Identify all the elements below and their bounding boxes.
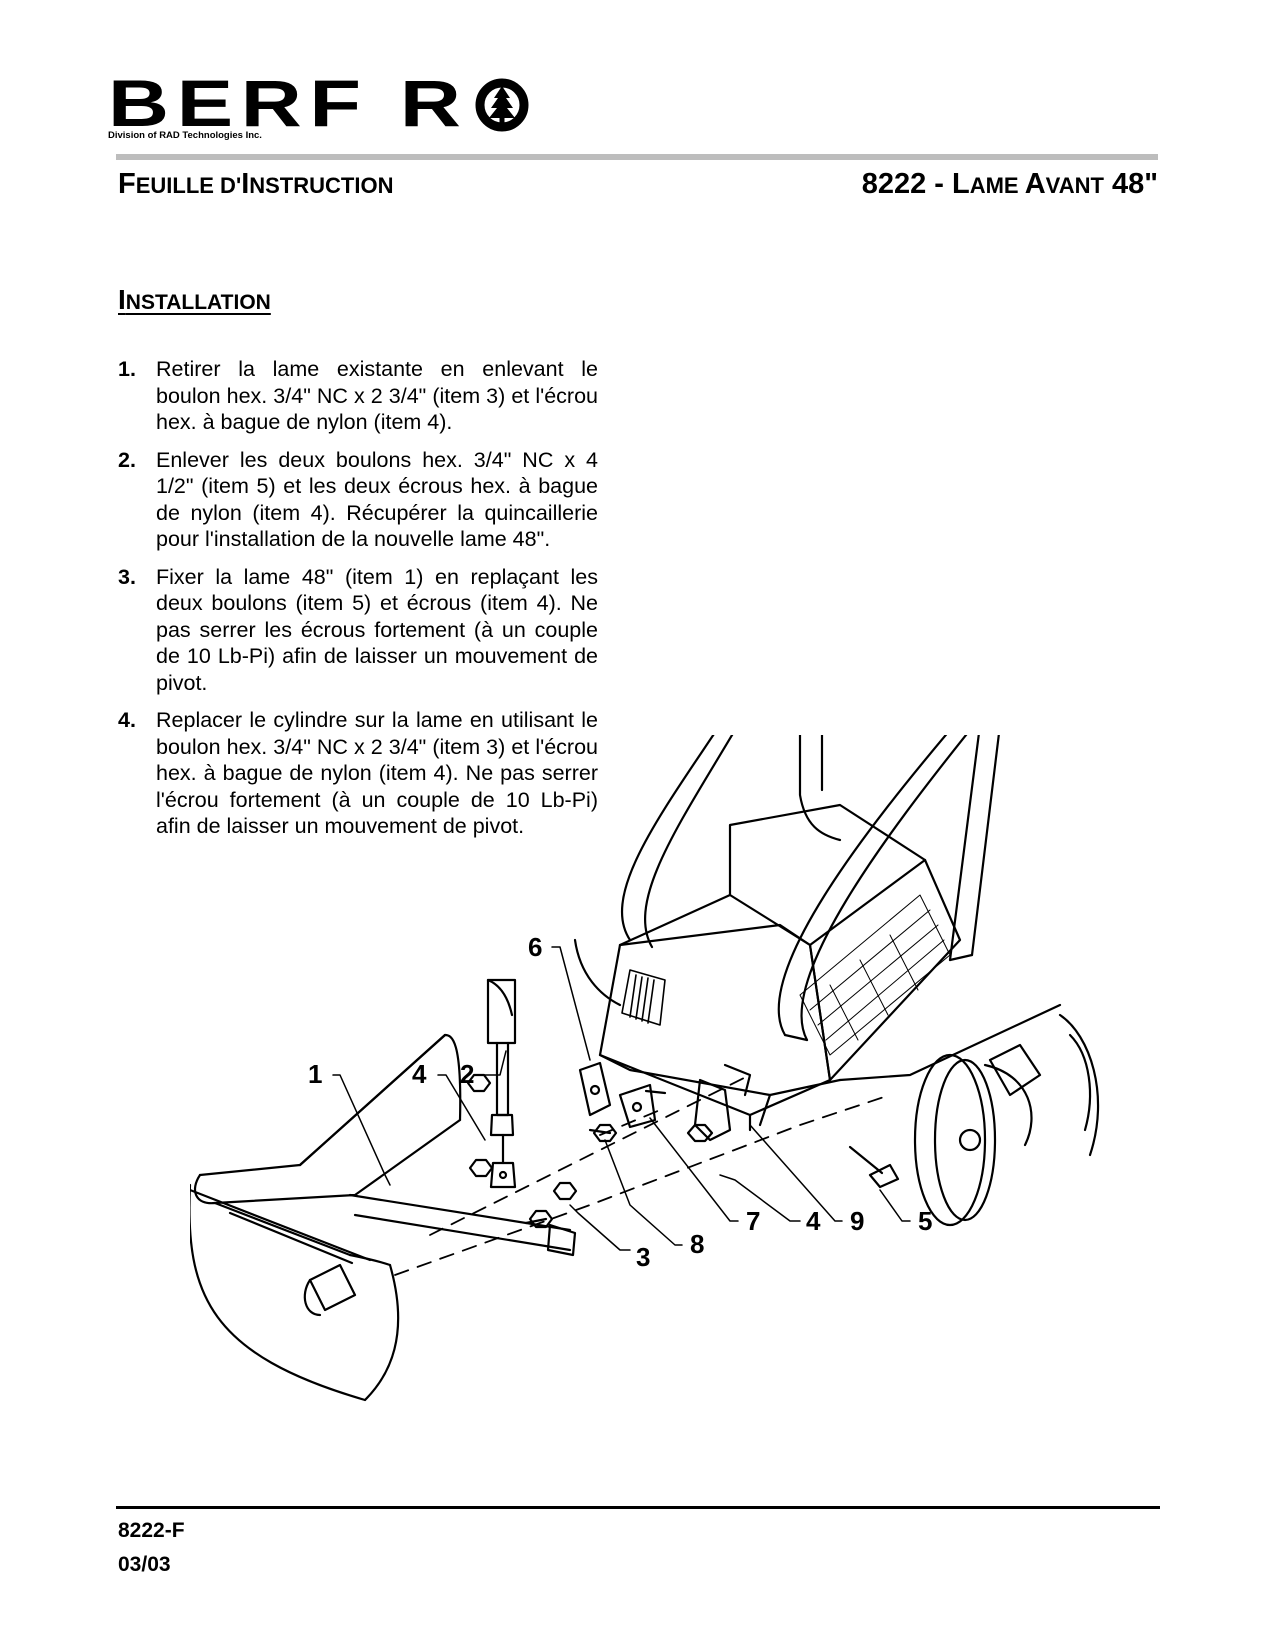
hydraulic-cylinder (486, 978, 517, 1189)
assembly-lines (394, 1074, 891, 1276)
step-item: 2. Enlever les deux boulons hex. 3/4" NC … (118, 447, 598, 553)
tree-in-o-icon (475, 78, 529, 132)
callout-item-9: 9 (850, 1206, 864, 1236)
installation-steps: 1. Retirer la lame existante en enlevant … (118, 356, 598, 851)
step-text: Retirer la lame existante en enlevant le… (156, 357, 598, 434)
logo-subtitle: Division of RAD Technologies Inc. (108, 130, 262, 141)
footer-rule (116, 1506, 1160, 1509)
callout-item-5: 5 (918, 1206, 932, 1236)
callout-item-8: 8 (690, 1229, 704, 1259)
leader-lines (332, 946, 911, 1251)
document-date: 03/03 (118, 1553, 171, 1576)
engine-housing (598, 803, 962, 1117)
front-bumper (573, 938, 1062, 1132)
callout-item-3: 3 (636, 1242, 650, 1272)
callout-item-7: 7 (746, 1206, 760, 1236)
section-title-installation: INSTALLATION (118, 284, 271, 315)
mesh-screen (799, 894, 951, 1056)
vent-grille (621, 969, 666, 1026)
step-number: 3. (118, 564, 136, 589)
callout-item-2: 2 (460, 1059, 474, 1089)
step-number: 2. (118, 447, 136, 472)
header-rule (116, 154, 1158, 160)
product-title: 8222 - LAME AVANT 48" (861, 168, 1158, 200)
step-number: 1. (118, 357, 136, 381)
callout-item-4b: 4 (806, 1206, 821, 1236)
step-text: Fixer la lame 48" (item 1) en replaçant … (156, 564, 598, 695)
callout-item-4: 4 (412, 1059, 427, 1089)
document-type-title: FEUILLE D'INSTRUCTION (118, 168, 394, 200)
blade-assembly (190, 1033, 577, 1402)
hitch-bracket (578, 1061, 752, 1142)
step-item: 3. Fixer la lame 48" (item 1) en replaçan… (118, 564, 598, 697)
step-item: 1. Retirer la lame existante en enlevant … (118, 356, 598, 436)
rear-wheel (1058, 1013, 1100, 1157)
wheel (913, 1043, 1042, 1227)
step-item: 4. Replacer le cylindre sur la lame en ut… (118, 707, 598, 840)
hardware-parts (466, 1073, 900, 1229)
callout-item-1: 1 (308, 1059, 322, 1089)
step-number: 4. (118, 708, 136, 732)
document-code: 8222-F (118, 1519, 185, 1542)
exploded-assembly-diagram: 1 4 2 6 3 8 7 4 9 5 (190, 735, 1100, 1402)
roll-bar-frame (620, 735, 1000, 1042)
berfor-logo: BERF R Division of RAD Technologies Inc. (108, 70, 529, 146)
step-text: Replacer le cylindre sur la lame en util… (156, 708, 598, 838)
logo-wordmark: BERF R (108, 66, 469, 140)
step-text: Enlever les deux boulons hex. 3/4" NC x … (156, 447, 598, 552)
callout-item-6: 6 (528, 932, 542, 962)
